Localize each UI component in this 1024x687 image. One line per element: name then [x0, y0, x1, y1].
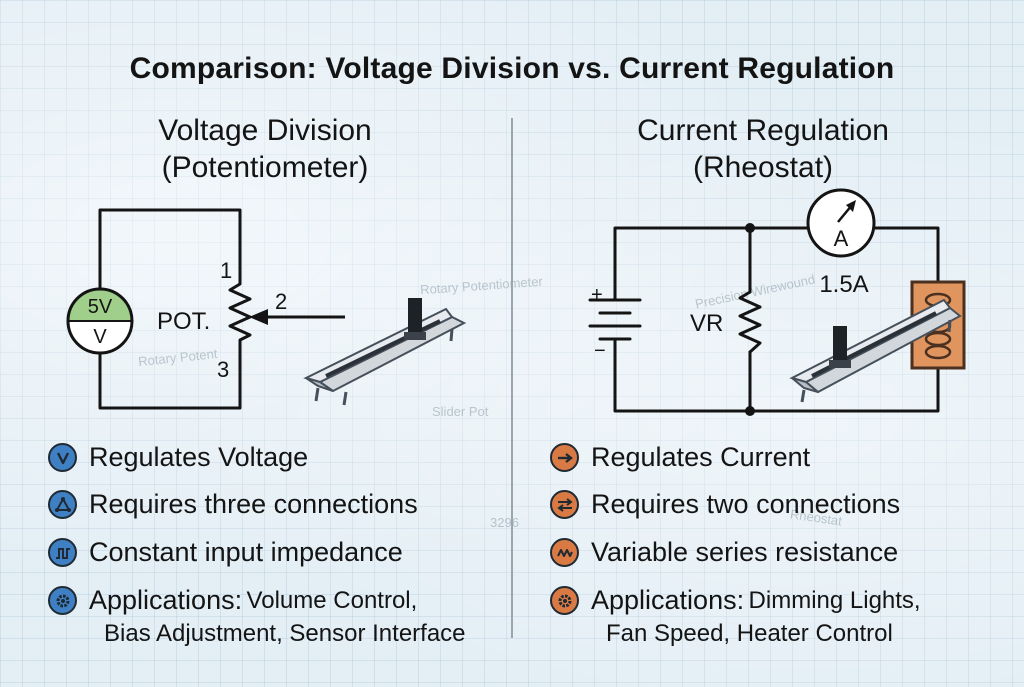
- left-feature-2-text: Requires three connections: [89, 489, 418, 519]
- v-icon: [48, 443, 77, 472]
- rheostat-slider-illustration: [789, 298, 962, 403]
- left-column-title: Voltage Division (Potentiometer): [85, 112, 445, 186]
- right-feature-3: Variable series resistance: [550, 537, 898, 568]
- ammeter: [806, 188, 876, 258]
- pot-terminal-3: 3: [217, 357, 229, 382]
- triangle-nodes-icon: [48, 490, 77, 519]
- left-feature-1: Regulates Voltage: [48, 442, 308, 473]
- voltage-source: [66, 287, 134, 355]
- right-title-line1: Current Regulation: [637, 114, 889, 147]
- left-feature-3-text: Constant input impedance: [89, 537, 403, 567]
- ammeter-reading: 1.5A: [819, 271, 868, 298]
- pulse-wave-icon: [48, 538, 77, 567]
- column-divider: [511, 118, 513, 638]
- battery-minus-label: −: [594, 340, 606, 362]
- pot-resistor-zigzag: [228, 274, 252, 346]
- left-applications-line2: Bias Adjustment, Sensor Interface: [104, 620, 466, 647]
- right-applications: Applications: Dimming Lights, Fan Speed,…: [550, 585, 921, 648]
- pot-wiper-arrowhead: [249, 309, 268, 325]
- voltage-source-top-label: 5V: [88, 296, 113, 318]
- rheo-wire-right-top: [872, 226, 940, 284]
- left-applications-line1: Volume Control,: [246, 586, 418, 614]
- ammeter-label: A: [834, 226, 849, 251]
- left-feature-3: Constant input impedance: [48, 537, 403, 568]
- slider-pot-illustration: [303, 298, 467, 406]
- right-feature-2: Requires two connections: [550, 489, 900, 520]
- pot-terminal-2: 2: [275, 289, 287, 314]
- gear-icon: [48, 586, 77, 615]
- swap-arrows-icon: [550, 490, 579, 519]
- right-feature-1-text: Regulates Current: [591, 442, 811, 472]
- pot-circuit-wire-bottom: [98, 342, 242, 410]
- right-title-line2: (Rheostat): [692, 151, 834, 184]
- pot-label: POT.: [157, 308, 210, 335]
- left-applications: Applications: Volume Control, Bias Adjus…: [48, 585, 466, 648]
- left-feature-2: Requires three connections: [48, 489, 418, 520]
- vr-label: VR: [690, 310, 723, 337]
- battery-plus-label: +: [591, 284, 603, 306]
- left-applications-label: Applications:: [89, 585, 243, 615]
- right-feature-3-text: Variable series resistance: [591, 537, 899, 567]
- voltage-source-bottom-label: V: [93, 326, 107, 348]
- pot-terminal-1: 1: [220, 258, 232, 283]
- right-applications-line2: Fan Speed, Heater Control: [606, 620, 893, 647]
- rheo-vr-zigzag: [738, 290, 762, 354]
- arrow-right-icon: [550, 443, 579, 472]
- voltage-source-bottom-fill: [68, 321, 132, 353]
- zigzag-icon: [550, 538, 579, 567]
- left-feature-1-text: Regulates Voltage: [89, 442, 309, 472]
- rheo-wire-right-bottom: [613, 346, 940, 413]
- right-feature-2-text: Requires two connections: [591, 489, 901, 519]
- page-title: Comparison: Voltage Division vs. Current…: [129, 52, 895, 85]
- voltage-source-top-fill: [68, 289, 132, 321]
- right-column-title: Current Regulation (Rheostat): [578, 112, 948, 186]
- left-title-line2: (Potentiometer): [161, 151, 369, 184]
- pot-circuit-wire-top: [98, 208, 242, 294]
- rheo-wire-left-top: [613, 226, 810, 302]
- battery-symbol: [588, 298, 642, 350]
- left-title-line1: Voltage Division: [158, 114, 372, 147]
- gear-icon: [550, 586, 579, 615]
- right-feature-1: Regulates Current: [550, 442, 810, 473]
- right-applications-line1: Dimming Lights,: [748, 586, 921, 614]
- right-applications-label: Applications:: [591, 585, 745, 615]
- bg-label-slider-pot: Slider Pot: [432, 404, 489, 419]
